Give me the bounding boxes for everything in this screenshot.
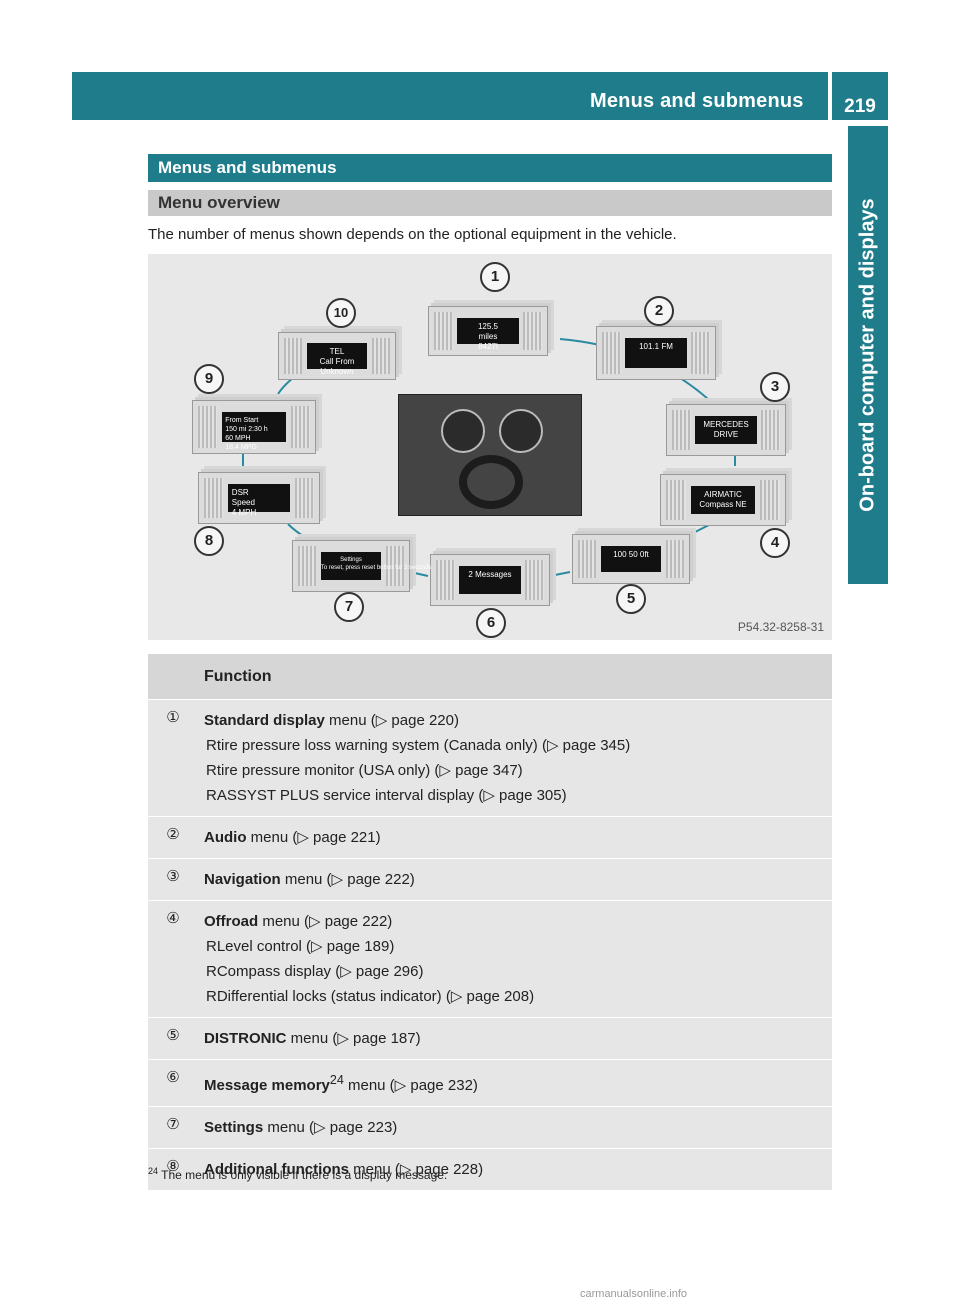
menu-overview-figure: 125.5 miles 8427l 101.1 FM MERCEDES DRIV…	[148, 254, 832, 640]
menu-name: Additional functions	[204, 1161, 349, 1178]
footnote-number: 24	[148, 1166, 159, 1176]
table-row: ⑦ Settings menu (▷ page 223)	[148, 1107, 832, 1149]
display-panel-2: 101.1 FM	[596, 326, 716, 380]
sub-item: RLevel control (▷ page 189)	[206, 938, 395, 955]
row-description: Message memory24 menu (▷ page 232)	[198, 1060, 832, 1106]
header-title: Menus and submenus	[590, 90, 804, 112]
row-number: ⑦	[166, 1116, 180, 1133]
footnote-text: The menu is only visible if there is a d…	[158, 1168, 448, 1182]
side-tab-marker	[848, 534, 888, 584]
row-description: Settings menu (▷ page 223)	[198, 1107, 832, 1148]
menu-ref: menu (▷ page 221)	[246, 829, 381, 846]
display-panel-3: MERCEDES DRIVE	[666, 404, 786, 456]
display-panel-7: Settings To reset, press reset button fo…	[292, 540, 433, 592]
row-description: Audio menu (▷ page 221)	[198, 817, 832, 858]
menu-name: Settings	[204, 1119, 264, 1136]
display-panel-5: 100 50 0ft	[572, 534, 690, 584]
side-tab-text: On-board computer and displays	[848, 126, 888, 584]
menu-ref: menu (▷ page 228)	[348, 1161, 484, 1178]
header-separator	[828, 72, 832, 120]
menu-name: Message memory	[204, 1077, 330, 1094]
row-number: ⑧	[166, 1158, 180, 1175]
callout-10: 10	[326, 298, 356, 328]
row-description: DISTRONIC menu (▷ page 187)	[198, 1018, 832, 1059]
sub-item: RASSYST PLUS service interval display (▷…	[206, 787, 567, 804]
display-panel-8: DSR Speed 4 MPH	[198, 472, 320, 524]
table-row: ② Audio menu (▷ page 221)	[148, 817, 832, 859]
figure-id: P54.32-8258-31	[737, 620, 824, 634]
table-row: ⑥ Message memory24 menu (▷ page 232)	[148, 1060, 832, 1107]
display-panel-9: From Start 150 mi 2:30 h 60 MPH 18.4 MPG	[192, 400, 316, 454]
display-panel-10: TEL Call From Unknown	[278, 332, 396, 380]
row-number: ⑤	[166, 1027, 180, 1044]
row-description: Standard display menu (▷ page 220) Rtire …	[198, 700, 832, 816]
instrument-cluster-photo	[398, 394, 582, 516]
callout-3: 3	[760, 372, 790, 402]
menu-ref: menu (▷ page 222)	[280, 871, 415, 888]
footnote: 24 The menu is only visible if there is …	[148, 1166, 447, 1182]
callout-2: 2	[644, 296, 674, 326]
menu-ref: menu (▷ page 232)	[343, 1077, 478, 1094]
menu-name: Offroad	[204, 913, 259, 930]
sub-item: RCompass display (▷ page 296)	[206, 963, 424, 980]
table-row: ⑧ Additional functions menu (▷ page 228)	[148, 1149, 832, 1191]
menu-name: Audio	[204, 829, 247, 846]
watermark: carmanualsonline.info	[580, 1288, 688, 1300]
callout-5: 5	[616, 584, 646, 614]
table-header: Function	[148, 654, 832, 700]
callout-8: 8	[194, 526, 224, 556]
tachometer	[499, 409, 543, 453]
page-number: 219	[832, 72, 888, 120]
display-panel-1: 125.5 miles 8427l	[428, 306, 548, 356]
callout-7: 7	[334, 592, 364, 622]
menu-name: Standard display	[204, 712, 325, 729]
menu-ref: menu (▷ page 222)	[258, 913, 393, 930]
row-number: ⑥	[166, 1069, 180, 1086]
sub-item: RDifferential locks (status indicator) (…	[206, 988, 535, 1005]
table-row: ① Standard display menu (▷ page 220) Rtire…	[148, 700, 832, 817]
header-bar	[72, 72, 828, 120]
side-tab-label: On-board computer and displays	[856, 198, 879, 512]
callout-6: 6	[476, 608, 506, 638]
function-table: Function ① Standard display menu (▷ page …	[148, 654, 832, 1191]
table-row: ④ Offroad menu (▷ page 222) RLevel control…	[148, 901, 832, 1018]
section-title: Menus and submenus	[148, 154, 832, 182]
sub-item: Rtire pressure loss warning system (Cana…	[206, 737, 631, 754]
speedometer	[441, 409, 485, 453]
menu-ref: menu (▷ page 187)	[286, 1030, 421, 1047]
menu-ref: menu (▷ page 220)	[324, 712, 459, 729]
menu-ref: menu (▷ page 223)	[263, 1119, 398, 1136]
menu-name: Navigation	[204, 871, 281, 888]
row-number: ④	[166, 910, 180, 927]
footnote-ref: 24	[329, 1073, 344, 1087]
callout-1: 1	[480, 262, 510, 292]
table-row: ③ Navigation menu (▷ page 222)	[148, 859, 832, 901]
side-tab	[848, 126, 888, 584]
row-description: Navigation menu (▷ page 222)	[198, 859, 832, 900]
subsection-title: Menu overview	[148, 190, 832, 216]
row-number: ②	[166, 826, 180, 843]
callout-9: 9	[194, 364, 224, 394]
table-header-label: Function	[204, 668, 272, 685]
row-number: ③	[166, 868, 180, 885]
steering-wheel	[459, 455, 523, 509]
menu-name: DISTRONIC	[204, 1030, 287, 1047]
display-panel-4: AIRMATIC Compass NE	[660, 474, 786, 526]
callout-4: 4	[760, 528, 790, 558]
row-description: Offroad menu (▷ page 222) RLevel control …	[198, 901, 832, 1017]
sub-item: Rtire pressure monitor (USA only) (▷ pag…	[206, 762, 523, 779]
table-row: ⑤ DISTRONIC menu (▷ page 187)	[148, 1018, 832, 1060]
display-panel-6: 2 Messages	[430, 554, 550, 606]
row-number: ①	[166, 709, 180, 726]
row-description: Additional functions menu (▷ page 228)	[198, 1149, 832, 1190]
intro-text: The number of menus shown depends on the…	[148, 226, 677, 243]
